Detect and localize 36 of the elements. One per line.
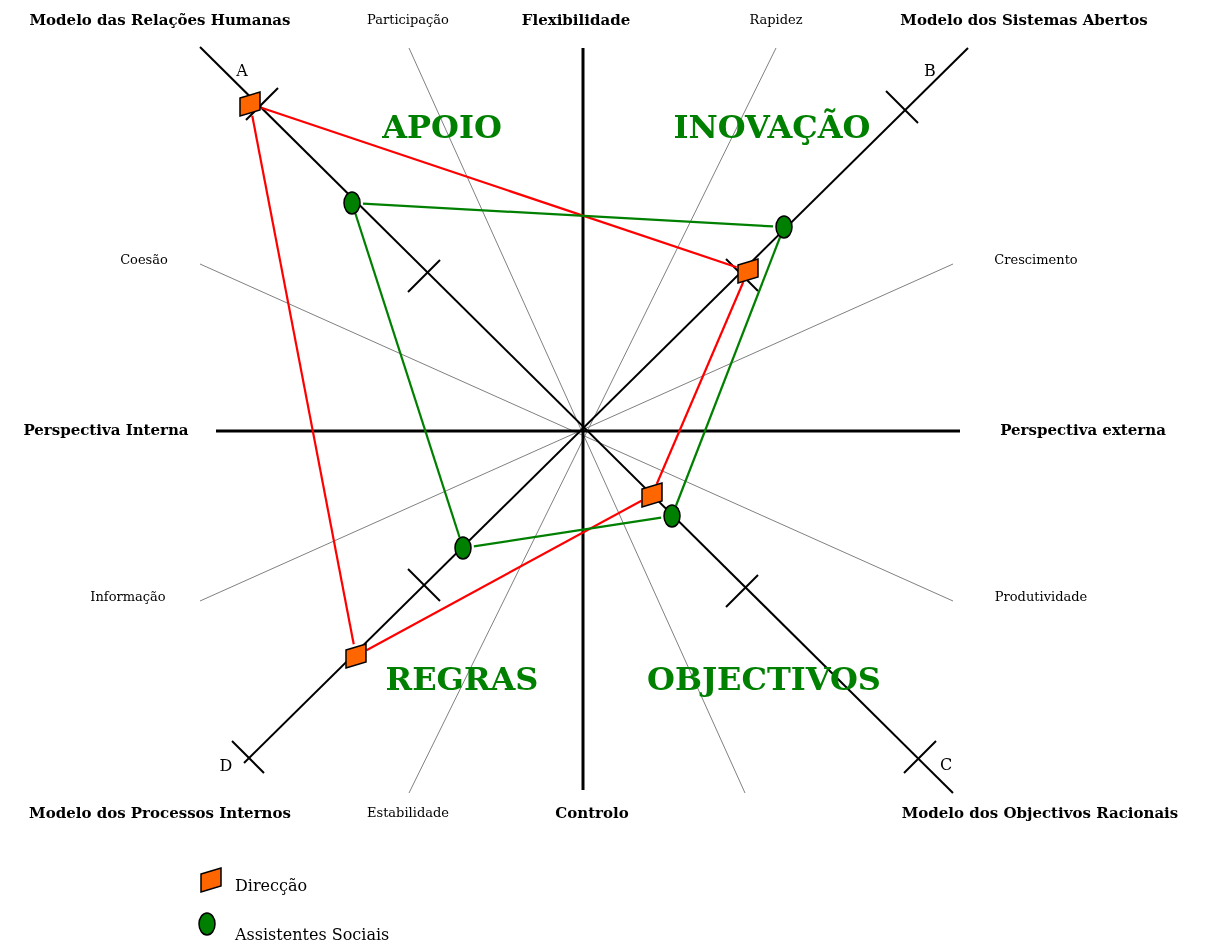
circle-marker	[343, 191, 361, 215]
legend-label: Assistentes Sociais	[235, 924, 390, 944]
axis-end-label: Coesão	[120, 252, 168, 268]
circle-marker	[663, 504, 681, 528]
connecting-line	[366, 499, 642, 652]
axis-end-label: Informação	[90, 589, 166, 605]
connecting-line	[354, 213, 461, 538]
quadrant-model-title: Modelo dos Processos Internos	[29, 804, 291, 822]
connecting-line	[674, 236, 782, 507]
circle-marker	[775, 215, 793, 239]
quadrant-title: INOVAÇÃO	[673, 110, 871, 146]
axis-letter: C	[939, 756, 953, 774]
quadrant-title: APOIO	[382, 110, 502, 146]
axis-end-label: Estabilidade	[367, 805, 449, 821]
connecting-line	[473, 516, 662, 548]
axis-end-label: Produtividade	[994, 589, 1088, 605]
axis-title: Perspectiva Interna	[23, 421, 189, 439]
connecting-line	[261, 106, 737, 269]
connecting-line	[251, 115, 355, 645]
axis-title: Controlo	[555, 804, 629, 822]
circle-marker	[454, 536, 472, 560]
axis-letter: B	[924, 62, 936, 80]
quadrant-title: REGRAS	[385, 662, 539, 698]
axis-end-label: Participação	[367, 12, 449, 28]
axis-title: Flexibilidade	[521, 11, 631, 29]
axis-letter: A	[236, 62, 248, 80]
axis-title: Perspectiva externa	[1000, 421, 1166, 439]
axis-end-label: Crescimento	[994, 252, 1078, 268]
connecting-line	[362, 202, 774, 228]
quadrant-model-title: Modelo dos Objectivos Racionais	[901, 804, 1179, 822]
axis-end-label: Rapidez	[749, 12, 803, 28]
connecting-line	[655, 281, 745, 485]
axis-letter: D	[219, 757, 233, 775]
quadrant-model-title: Modelo dos Sistemas Abertos	[900, 11, 1148, 29]
quadrant-model-title: Modelo das Relações Humanas	[29, 11, 291, 29]
legend-label: Direcção	[235, 875, 308, 895]
